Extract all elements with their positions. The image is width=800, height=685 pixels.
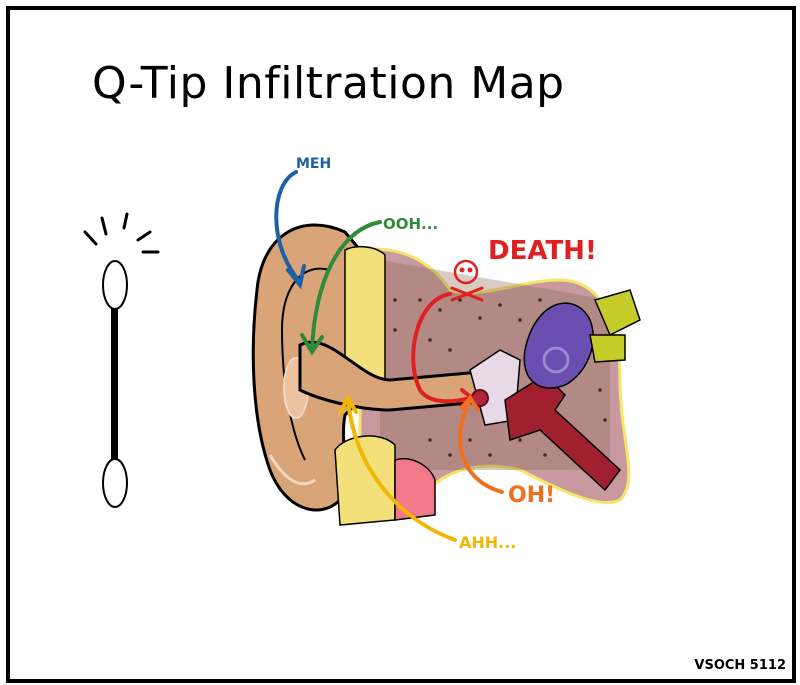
label-oh: OH! [508, 483, 556, 508]
comic-title: Q-Tip Infiltration Map [92, 58, 565, 109]
cartilage [344, 245, 386, 381]
cartilage-lower [334, 435, 396, 526]
arrows [274, 170, 504, 542]
ooh-arrow [310, 220, 382, 352]
death-arrow [411, 292, 472, 404]
label-ooh: OOH... [383, 215, 439, 233]
label-death: DEATH! [488, 236, 597, 266]
skull-icon [450, 259, 484, 302]
artist-signature: VSOCH 5112 [694, 658, 786, 673]
inner-ear [469, 289, 641, 492]
label-meh: MEH [296, 156, 332, 172]
meh-arrow [274, 170, 302, 284]
oh-arrow [458, 398, 504, 494]
q-tip-icon [83, 212, 160, 508]
ahh-arrow [346, 398, 457, 542]
label-ahh: AHH... [459, 533, 517, 552]
parotid-tissue [394, 458, 436, 521]
